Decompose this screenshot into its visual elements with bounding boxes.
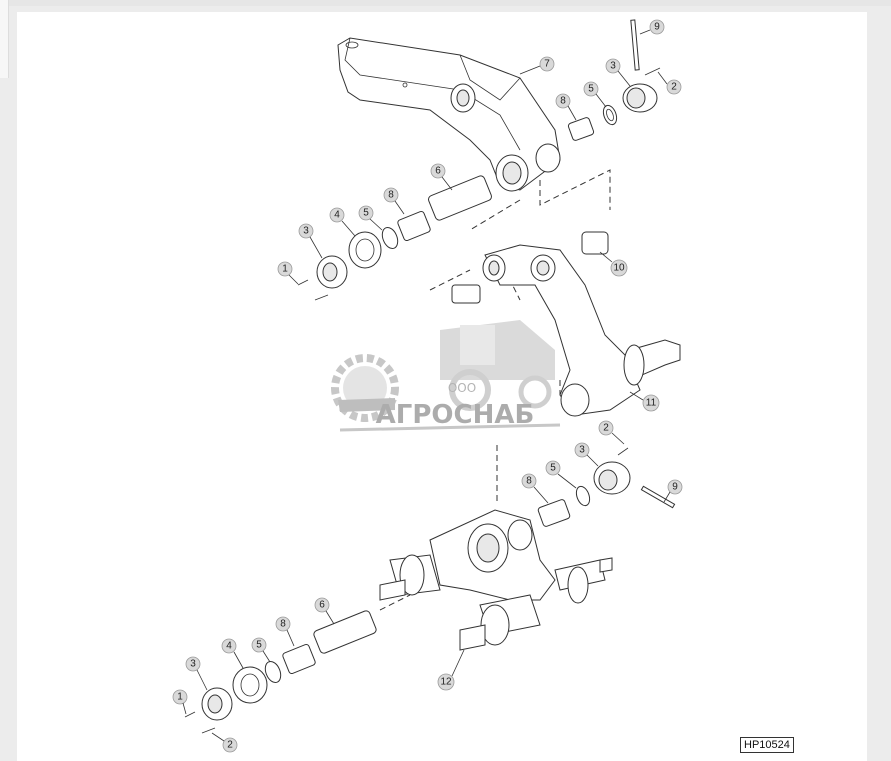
svg-text:5: 5 (588, 84, 594, 95)
upper-left-pin-stack (297, 175, 492, 301)
upper-arm-part (337, 37, 561, 192)
viewer-top-bar (0, 0, 891, 6)
svg-text:2: 2 (671, 82, 677, 93)
svg-text:7: 7 (544, 59, 550, 70)
svg-text:3: 3 (610, 61, 616, 72)
callout-5-lower-right: 5 (545, 460, 577, 489)
svg-text:9: 9 (654, 22, 660, 33)
callout-12: 12 (437, 649, 465, 691)
diagram-sheet (17, 12, 867, 761)
svg-text:10: 10 (613, 263, 625, 274)
svg-text:8: 8 (560, 96, 566, 107)
svg-text:8: 8 (388, 190, 394, 201)
callout-9-lower: 9 (663, 479, 683, 503)
tractor-icon (440, 320, 555, 411)
svg-text:4: 4 (334, 210, 340, 221)
viewer-side-panel (0, 0, 9, 78)
svg-text:8: 8 (526, 476, 532, 487)
lower-right-pin-stack (537, 447, 676, 527)
callout-7: 7 (519, 56, 555, 75)
callout-5-upper-left: 5 (358, 205, 383, 231)
figure-reference-code: HP10524 (740, 737, 794, 753)
callout-3-lower-left: 3 (185, 656, 208, 691)
callout-4-lower: 4 (221, 638, 244, 669)
callout-8-lower-left: 8 (275, 616, 295, 647)
svg-text:8: 8 (280, 619, 286, 630)
svg-text:6: 6 (435, 166, 441, 177)
svg-text:2: 2 (227, 740, 233, 751)
lower-left-pin-stack (184, 610, 377, 734)
svg-text:3: 3 (190, 659, 196, 670)
callout-4-upper: 4 (329, 207, 356, 237)
callout-8-upper-left: 8 (383, 187, 405, 215)
svg-text:12: 12 (440, 677, 452, 688)
svg-text:11: 11 (646, 398, 657, 409)
svg-text:4: 4 (226, 641, 232, 652)
svg-text:5: 5 (550, 463, 556, 474)
svg-text:9: 9 (672, 482, 678, 493)
callout-1-upper: 1 (277, 261, 299, 285)
gear-icon (331, 354, 399, 422)
callout-8-lower-right: 8 (521, 473, 549, 504)
callout-2-upper-right: 2 (657, 71, 682, 95)
callout-5-lower-left: 5 (251, 637, 271, 663)
watermark-logo: ООО АГРОСНАБ (331, 320, 561, 432)
callout-3-upper-left: 3 (298, 223, 323, 259)
callout-3-lower-right: 3 (574, 442, 599, 467)
callout-9-upper: 9 (639, 19, 665, 35)
callout-10: 10 (599, 251, 628, 277)
callout-2-lower-right: 2 (598, 420, 625, 445)
callout-3-upper-right: 3 (605, 58, 631, 87)
callout-2-lower-left: 2 (211, 732, 238, 753)
watermark-prefix: ООО (448, 381, 476, 395)
svg-text:5: 5 (363, 208, 369, 219)
callout-6-lower: 6 (314, 597, 335, 625)
svg-text:3: 3 (579, 445, 585, 456)
svg-text:6: 6 (319, 600, 325, 611)
lower-axle-assembly (379, 509, 613, 651)
callout-6-upper: 6 (430, 163, 453, 191)
svg-text:2: 2 (603, 423, 609, 434)
svg-text:1: 1 (177, 692, 183, 703)
upper-right-pin-stack (567, 19, 661, 141)
callout-8-upper-right: 8 (555, 93, 577, 121)
middle-link-part (451, 231, 681, 417)
callout-5-upper-right: 5 (583, 81, 607, 108)
callout-1-lower: 1 (172, 689, 188, 715)
svg-text:5: 5 (256, 640, 262, 651)
svg-text:1: 1 (282, 264, 288, 275)
svg-text:3: 3 (303, 226, 309, 237)
callout-11: 11 (629, 391, 660, 412)
